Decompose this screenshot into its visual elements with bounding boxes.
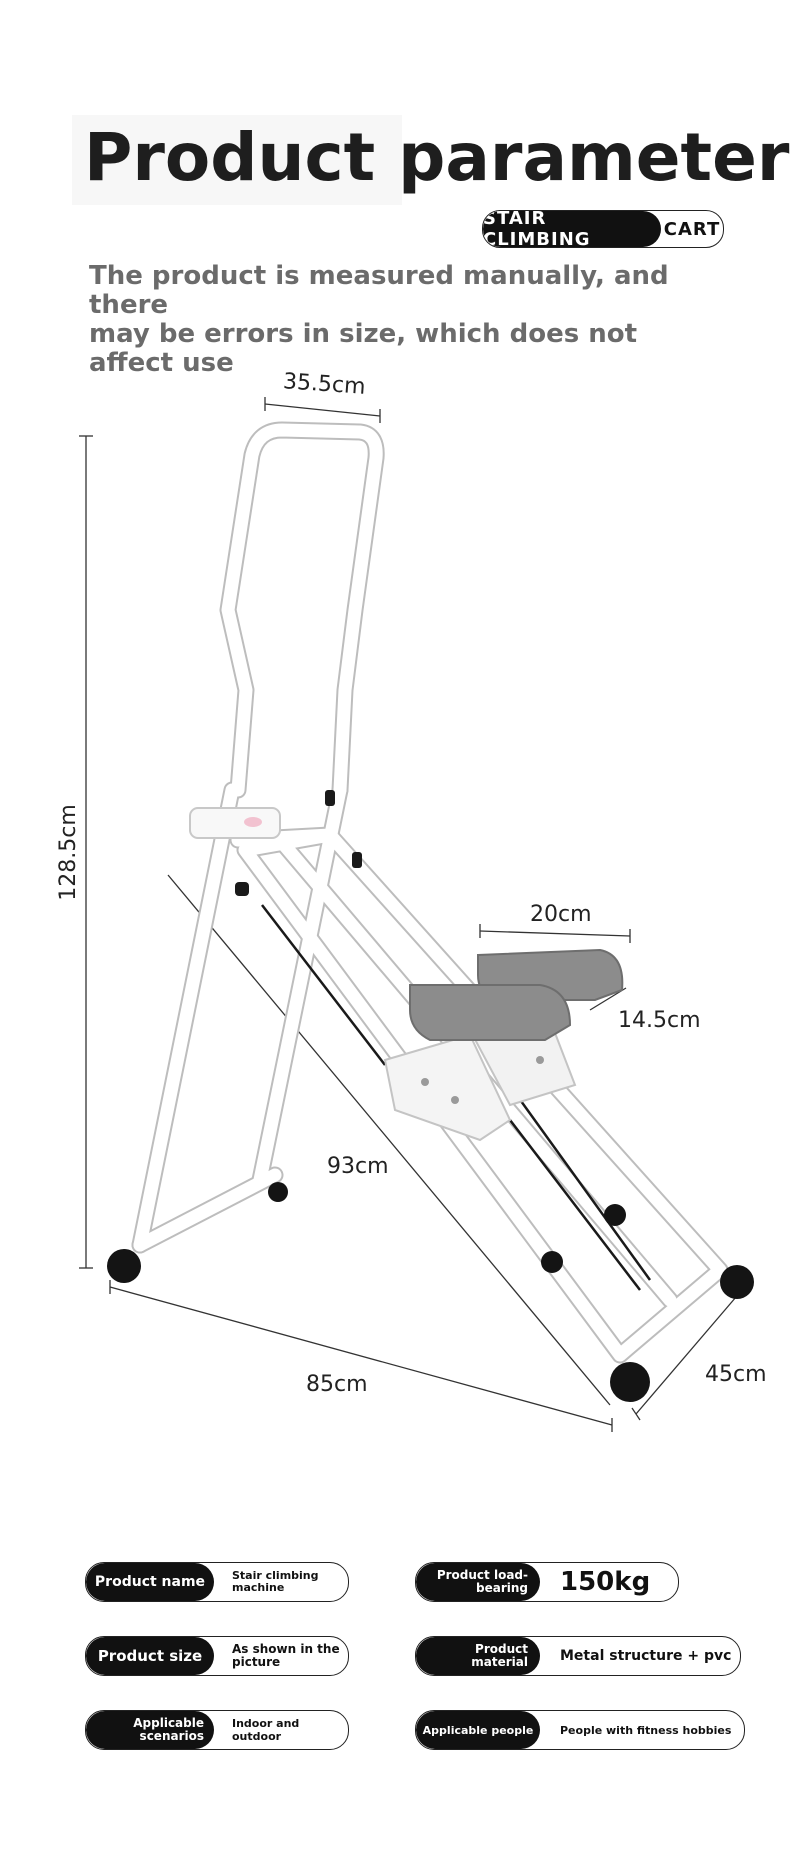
rail-length-label: 93cm [327,1154,389,1179]
spec-product-name: Product name Stair climbing machine [85,1562,349,1602]
spec-value: Metal structure + pvc [560,1648,732,1664]
base-length-line [109,1286,613,1426]
page-title: Product parameters [84,119,790,196]
wheel [268,1182,288,1202]
spec-label: Applicable people [416,1711,540,1749]
tag-light-label: CART [663,218,721,240]
spec-label: Applicable scenarios [86,1711,214,1749]
spec-value: Indoor and outdoor [232,1717,300,1743]
roller [541,1251,563,1273]
dimension-lines [79,397,753,1432]
counter-button-icon [244,817,262,827]
wheels [107,1182,754,1402]
spec-value: 150kg [560,1567,651,1597]
wheel [107,1249,141,1283]
product-type-tag: STAIR CLIMBING CART [482,210,724,248]
tag-dark-label: STAIR CLIMBING [483,211,661,247]
base-width-label: 45cm [705,1362,767,1387]
spec-label: Product size [86,1637,214,1675]
wheel [610,1362,650,1402]
counter-console [189,807,281,839]
base-length-label: 85cm [306,1372,368,1397]
pedal-width-line [479,930,631,937]
spec-product-size: Product size As shown in the picture [85,1636,349,1676]
spec-label: Product name [86,1563,214,1601]
spec-value: People with fitness hobbies [560,1723,732,1737]
handle-width-line [264,403,381,417]
spec-value: As shown in the picture [232,1642,340,1669]
pedal-bracket [383,1018,577,1142]
pedal-width-label: 20cm [530,902,592,927]
base-width-line [635,1282,749,1415]
pedals [409,948,624,1041]
disclaimer-line-1: The product is measured manually, and th… [89,261,669,320]
spec-label: Product material [416,1637,540,1675]
spec-load-bearing: Product load-bearing 150kg [415,1562,679,1602]
roller [604,1204,626,1226]
spec-value: Stair climbing machine [232,1569,319,1594]
spec-people: Applicable people People with fitness ho… [415,1710,745,1750]
height-label: 128.5cm [55,804,81,901]
frame [131,421,729,1364]
measurement-disclaimer: The product is measured manually, and th… [89,262,729,378]
wheel [720,1265,754,1299]
spec-label: Product load-bearing [416,1563,540,1601]
pedal-depth-label: 14.5cm [618,1008,701,1033]
spec-scenarios: Applicable scenarios Indoor and outdoor [85,1710,349,1750]
spec-material: Product material Metal structure + pvc [415,1636,741,1676]
title-backdrop [72,115,402,205]
rail-length-line [167,874,611,1406]
disclaimer-line-2: may be errors in size, which does not af… [89,319,638,378]
